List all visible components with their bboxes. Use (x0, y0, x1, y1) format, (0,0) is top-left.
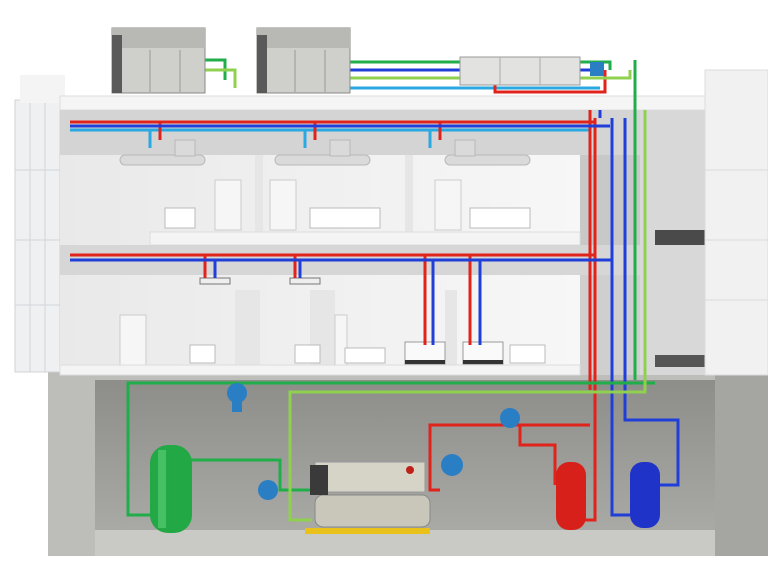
green-pipes (126, 58, 655, 517)
right-building (640, 69, 768, 376)
basement-right-wall (715, 375, 768, 556)
cyan-pipes (70, 86, 600, 148)
air-ducts (119, 139, 531, 166)
lower-floor (59, 245, 640, 376)
doors (214, 179, 462, 231)
rooftop-chiller-2 (256, 27, 351, 94)
basement-floor (95, 530, 715, 556)
water-cooled-chiller (305, 461, 431, 534)
upper-floor-slab (149, 231, 581, 246)
office-furniture (164, 207, 531, 229)
rooftop-chiller-1 (111, 27, 206, 94)
left-glass-facade (14, 75, 65, 373)
blue-expansion-tank (630, 462, 660, 528)
ground-slab (59, 364, 581, 376)
roof-slab (59, 95, 706, 111)
circulation-pumps (227, 383, 520, 500)
red-expansion-tank (556, 462, 586, 530)
upper-floor (59, 95, 706, 246)
air-handling-unit (459, 56, 604, 86)
floor-fan-coils (404, 341, 504, 365)
buffer-tank (150, 445, 192, 533)
red-pipes (70, 70, 607, 522)
light-green-pipes (205, 68, 647, 522)
